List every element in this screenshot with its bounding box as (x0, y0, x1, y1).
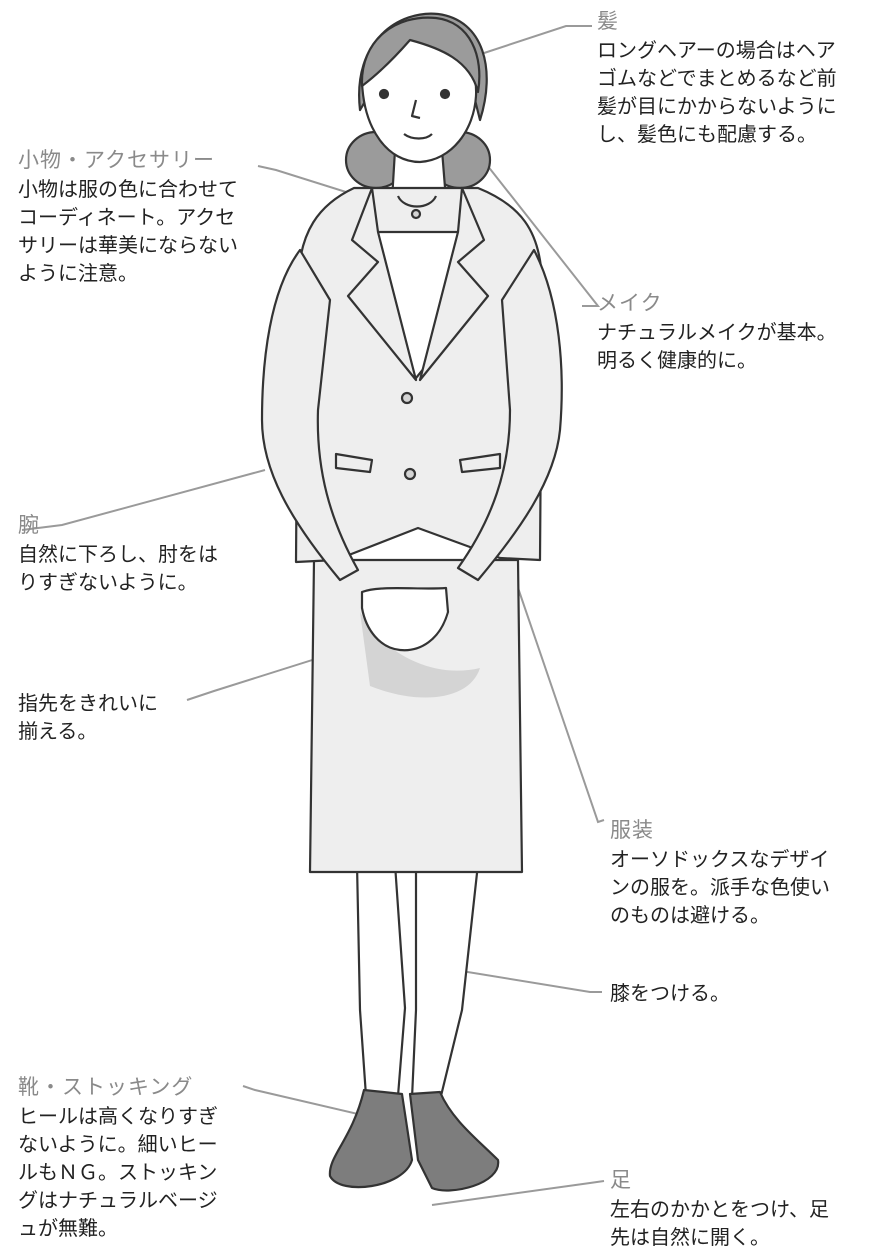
note-shoes-line: ュが無難。 (18, 1216, 118, 1240)
sleeve-right (456, 248, 563, 582)
note-accessories-line: コーディネート。アクセ (18, 205, 236, 229)
note-arms-line: りすぎないように。 (18, 570, 198, 594)
note-feet-line: 先は自然に開く。 (610, 1225, 770, 1249)
note-clothing-line: オーソドックスなデザイ (610, 847, 830, 871)
note-hair-line: ゴムなどでまとめるなど前 (597, 66, 837, 90)
note-shoes: 靴・ストッキング ヒールは高くなりすぎ ないように。細いヒー ルもＮＧ。ストッキ… (18, 1072, 218, 1242)
hair-fringe (360, 16, 481, 94)
lapel-right (418, 186, 490, 382)
note-feet: 足 左右のかかとをつけ、足 先は自然に開く。 (610, 1165, 829, 1251)
note-feet-heading: 足 (610, 1168, 632, 1192)
leg-left (355, 862, 407, 1098)
sleeve-left (260, 248, 360, 582)
note-fingers-line: 揃える。 (18, 719, 98, 743)
skirt (308, 558, 524, 874)
note-shoes-heading: 靴・ストッキング (18, 1075, 194, 1099)
necklace (396, 195, 438, 208)
eye-right (439, 88, 451, 100)
note-shoes-line: ヒールは高くなりすぎ (18, 1104, 218, 1128)
note-accessories-line: サリーは華美にならない (18, 233, 238, 257)
lapel-left (346, 186, 418, 382)
note-feet-line: 左右のかかとをつけ、足 (610, 1197, 829, 1221)
note-hair: 髪 ロングヘアーの場合はヘア ゴムなどでまとめるなど前 髪が目にかからないように… (597, 6, 837, 148)
note-makeup-heading: メイク (597, 291, 663, 315)
leader-line-arms (21, 469, 266, 531)
nose (410, 99, 421, 120)
pocket-right (458, 452, 502, 474)
shoe-right (408, 1090, 500, 1192)
note-arms-line: 自然に下ろし、肘をは (18, 542, 218, 566)
note-hair-line: ロングヘアーの場合はヘア (597, 38, 836, 62)
note-fingers-line: 指先をきれいに (18, 691, 158, 715)
note-clothing: 服装 オーソドックスなデザイ ンの服を。派手な色使い のものは避ける。 (610, 815, 830, 929)
leader-line-knees (436, 966, 602, 993)
shoe-left (328, 1088, 414, 1189)
leader-line-feet (431, 1180, 605, 1206)
note-hair-line: し、髪色にも配慮する。 (597, 122, 817, 146)
necklace-pendant (410, 208, 422, 220)
mouth (403, 133, 433, 140)
note-accessories-line: ように注意。 (18, 261, 138, 285)
note-knees-line: 膝をつける。 (610, 981, 730, 1005)
jacket-button-lower (403, 467, 417, 481)
leader-line-shoes (242, 1085, 389, 1122)
note-hair-line: 髪が目にかからないように (597, 94, 837, 118)
leader-lines (21, 25, 605, 1206)
leader-line-makeup (449, 117, 601, 307)
note-arms-heading: 腕 (18, 513, 40, 537)
note-makeup-line: ナチュラルメイクが基本。 (597, 320, 837, 344)
note-clothing-line: ンの服を。派手な色使い (610, 875, 830, 899)
note-shoes-line: ルもＮＧ。ストッキン (18, 1160, 218, 1184)
note-clothing-heading: 服装 (610, 818, 654, 842)
woman-figure (260, 12, 563, 1192)
note-shoes-line: ないように。細いヒー (18, 1132, 218, 1156)
pocket-left (334, 452, 374, 474)
note-accessories: 小物・アクセサリー 小物は服の色に合わせて コーディネート。アクセ サリーは華美… (18, 145, 238, 287)
note-fingers: 指先をきれいに 揃える。 (18, 689, 158, 745)
note-shoes-line: グはナチュラルベージ (18, 1188, 218, 1212)
jacket-button-upper (400, 391, 414, 405)
note-clothing-line: のものは避ける。 (610, 903, 770, 927)
note-knees: 膝をつける。 (610, 979, 730, 1007)
note-arms: 腕 自然に下ろし、肘をは りすぎないように。 (18, 510, 218, 596)
note-makeup-line: 明るく健康的に。 (597, 348, 757, 372)
note-makeup: メイク ナチュラルメイクが基本。 明るく健康的に。 (597, 288, 837, 374)
note-accessories-line: 小物は服の色に合わせて (18, 177, 238, 201)
note-accessories-heading: 小物・アクセサリー (18, 148, 215, 172)
eye-left (378, 88, 390, 100)
leader-line-clothing (515, 581, 605, 824)
note-hair-heading: 髪 (597, 9, 619, 33)
leg-right (410, 862, 480, 1102)
leader-line-hair (477, 25, 592, 56)
skirt-shadow (360, 612, 480, 698)
hands (360, 586, 450, 652)
